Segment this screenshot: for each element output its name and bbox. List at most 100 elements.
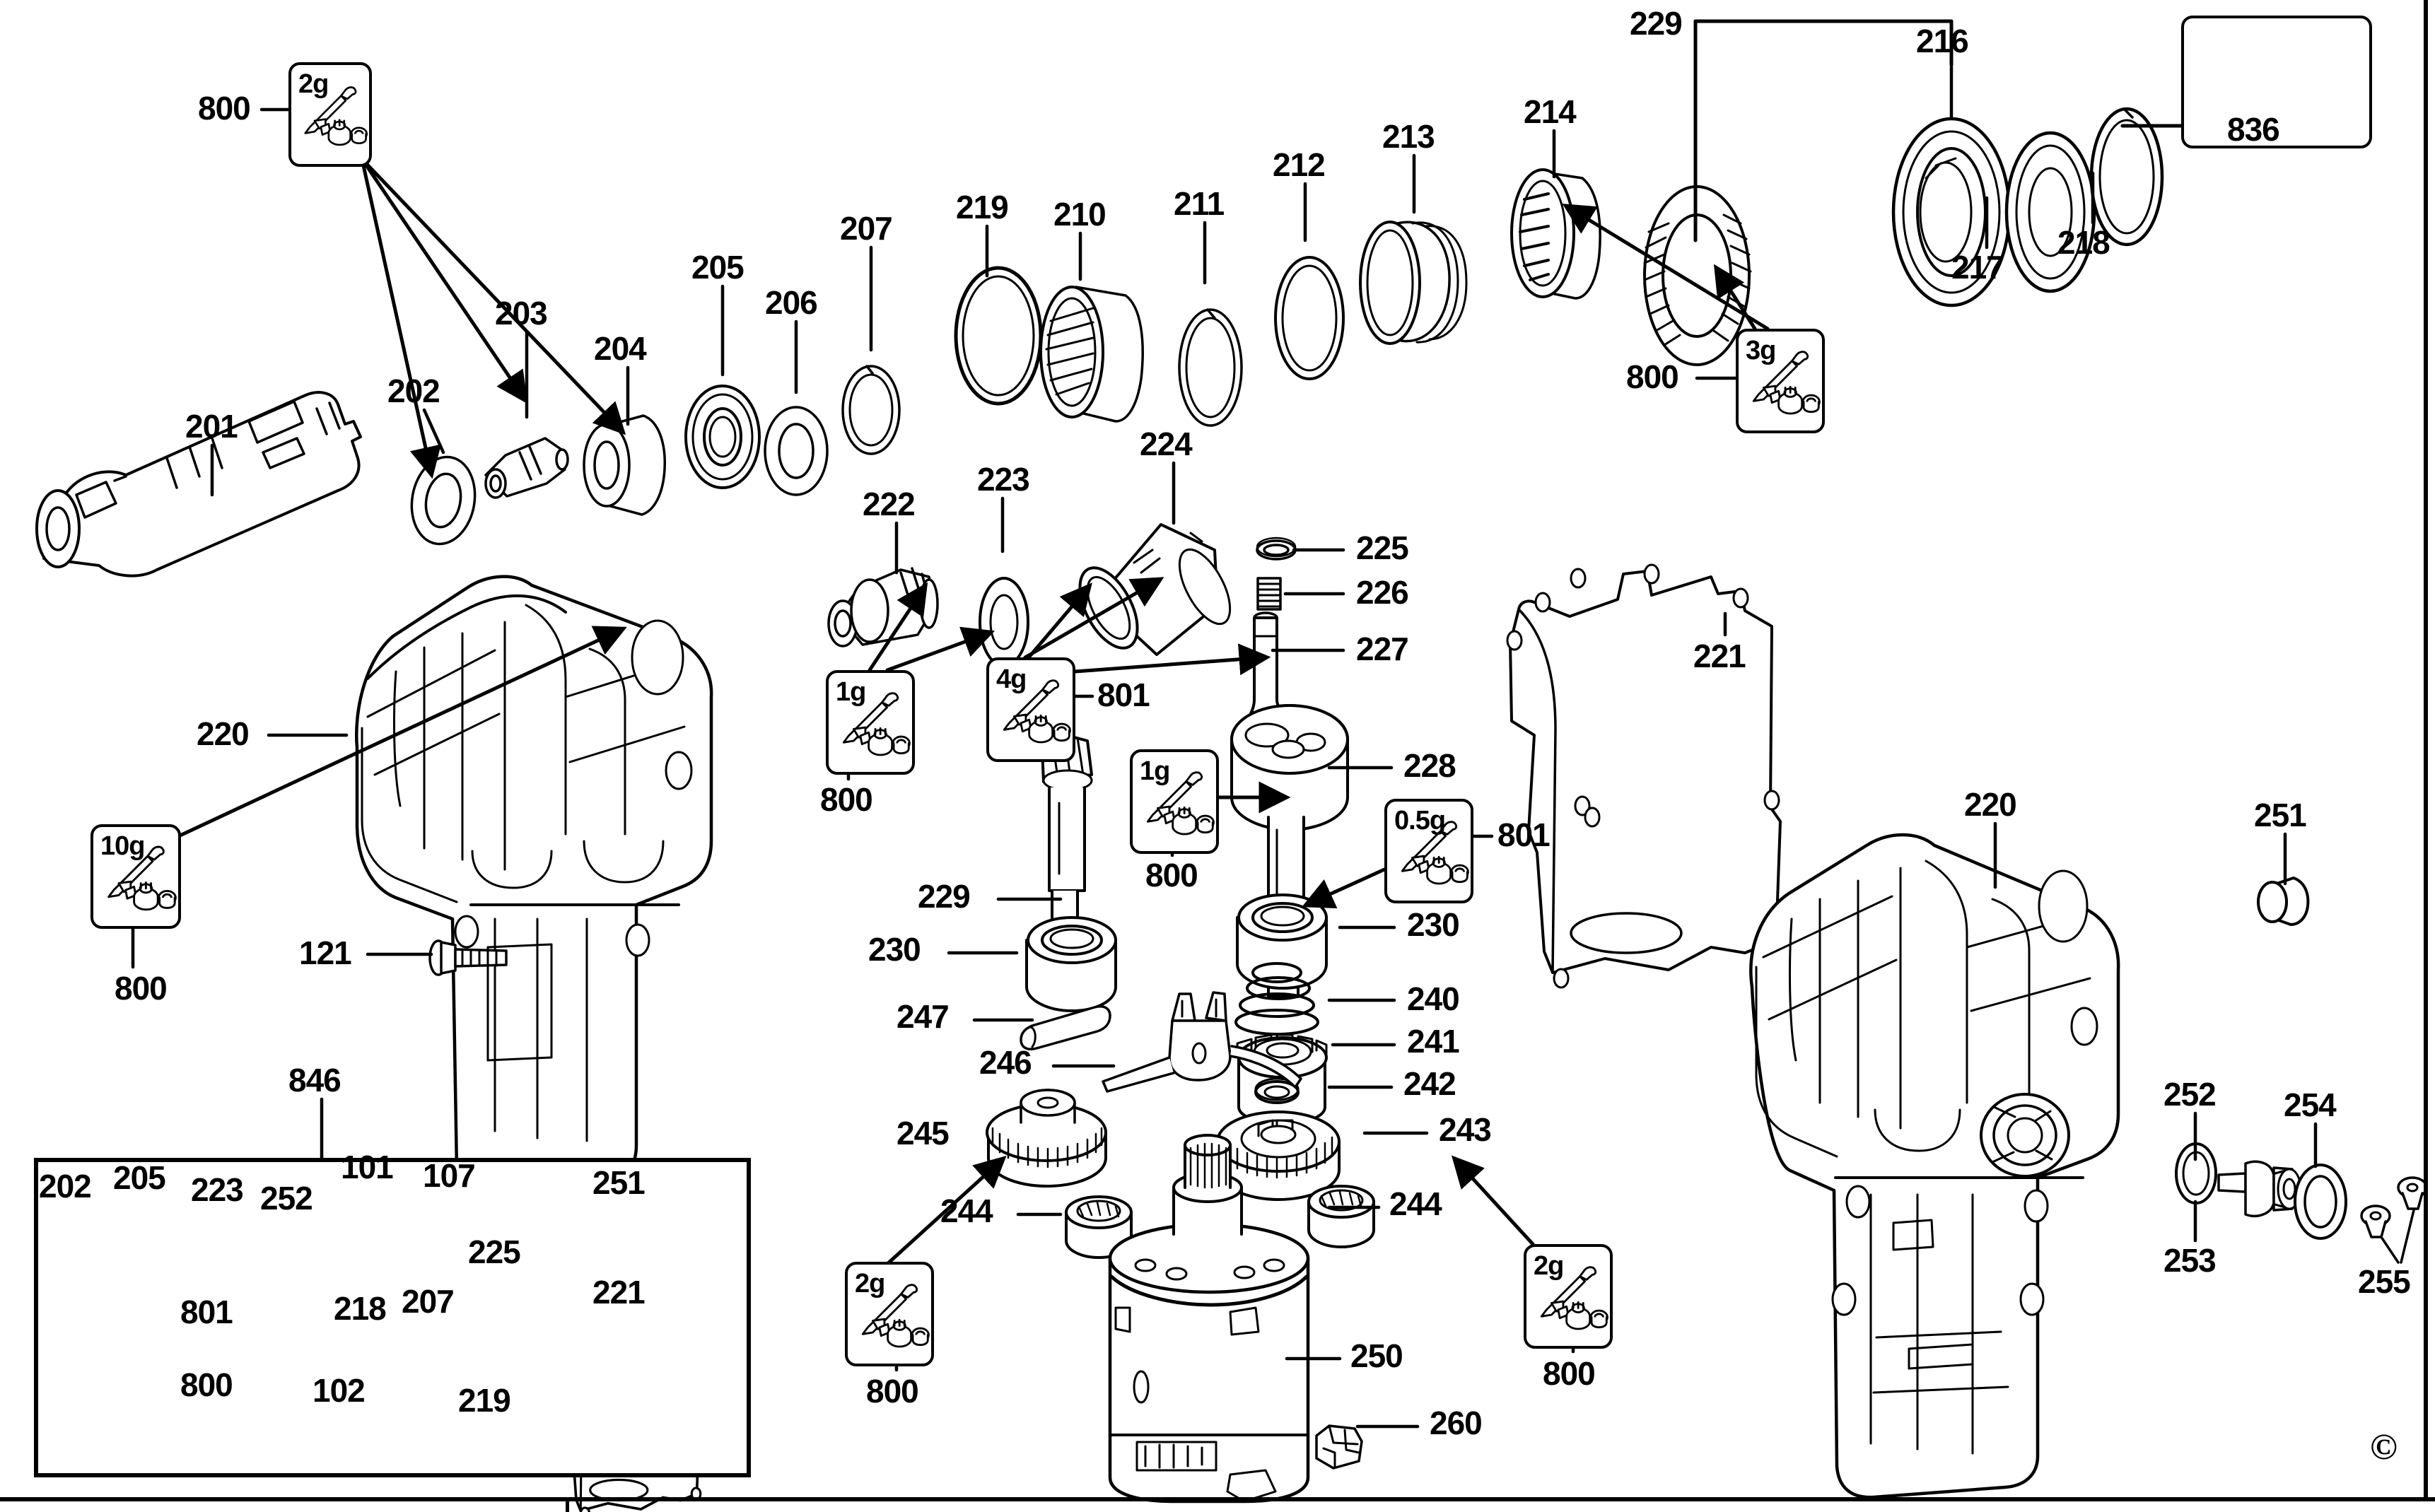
part-callout-220: 220 — [197, 715, 250, 752]
grease-ref-800: 800 — [198, 90, 251, 127]
part-callout-205: 205 — [691, 249, 744, 286]
part-247-pin — [1020, 1005, 1111, 1050]
part-204-bushing — [583, 414, 666, 516]
part-callout-246: 246 — [979, 1044, 1032, 1081]
part-callout-211: 211 — [1174, 185, 1225, 222]
grease-quantity-label: 10g — [100, 831, 145, 861]
part-callout-225: 225 — [1356, 529, 1409, 566]
kit-box-846 — [34, 1158, 751, 1477]
part-callout-222: 222 — [863, 486, 916, 522]
part-callout-217: 217 — [1951, 249, 2004, 286]
kit-item-label-225: 225 — [468, 1233, 521, 1270]
part-callout-251: 251 — [2254, 797, 2307, 833]
part-229-clutch-plate — [1643, 185, 1752, 366]
part-callout-220: 220 — [1964, 786, 2017, 823]
part-callout-229: 229 — [1630, 5, 1683, 42]
part-203-pin — [484, 437, 569, 499]
kit-item-label-102: 102 — [313, 1372, 366, 1409]
kit-item-label-218: 218 — [334, 1290, 387, 1327]
grease-gun-icon — [1401, 821, 1469, 885]
part-205-bearing — [684, 385, 761, 489]
part-callout-207: 207 — [840, 210, 893, 247]
kit-item-label-219: 219 — [458, 1382, 511, 1419]
part-253-mode-knob — [2217, 1160, 2302, 1218]
part-230-bearing-left — [1025, 916, 1117, 1012]
part-230-bearing-right — [1236, 893, 1328, 990]
part-243-gear — [1216, 1110, 1341, 1201]
part-callout-121: 121 — [299, 934, 352, 971]
kit-item-label-800: 800 — [180, 1366, 233, 1403]
grease-spec-box-1g: 1g — [1130, 749, 1219, 854]
part-callout-229: 229 — [918, 878, 971, 915]
grease-ref-800: 800 — [1145, 857, 1198, 893]
part-callout-213: 213 — [1382, 118, 1435, 155]
grease-ref-800: 800 — [1543, 1355, 1596, 1392]
part-callout-230: 230 — [868, 931, 921, 968]
part-callout-204: 204 — [594, 330, 647, 367]
part-251-bushing-right — [2257, 877, 2310, 926]
grease-spec-box-10g: 10g — [90, 824, 181, 929]
part-callout-221: 221 — [1693, 638, 1746, 674]
part-241-clutch-hub — [1236, 1033, 1328, 1125]
part-callout-206: 206 — [765, 284, 818, 321]
footer-horizontal-rule — [0, 1497, 2435, 1501]
part-callout-212: 212 — [1273, 146, 1326, 183]
part-callout-214: 214 — [1524, 93, 1577, 130]
grease-gun-icon — [842, 692, 911, 756]
grease-spec-box-0p5g: 0.5g — [1384, 799, 1473, 903]
part-252-oring-right — [2175, 1142, 2217, 1205]
part-206-washer — [764, 406, 829, 496]
part-callout-846: 846 — [288, 1062, 341, 1098]
part-callout-836: 836 — [2227, 111, 2280, 148]
part-255-screws — [2360, 1176, 2428, 1264]
part-callout-219: 219 — [956, 189, 1009, 225]
part-callout-230: 230 — [1407, 906, 1460, 943]
grease-quantity-label: 1g — [836, 677, 866, 707]
grease-ref-800: 800 — [820, 781, 873, 818]
kit-item-label-223: 223 — [191, 1171, 244, 1208]
part-callout-253: 253 — [2164, 1242, 2217, 1279]
part-box-836 — [2181, 16, 2372, 148]
part-260-terminal — [1315, 1424, 1363, 1470]
part-callout-252: 252 — [2164, 1076, 2217, 1113]
part-219-oring — [954, 266, 1043, 406]
part-callout-216: 216 — [1916, 23, 1969, 59]
kit-item-label-221: 221 — [592, 1274, 646, 1311]
part-callout-201: 201 — [185, 408, 238, 445]
part-202-washer — [404, 450, 483, 551]
grease-arrows — [173, 157, 1770, 908]
part-callout-242: 242 — [1403, 1065, 1456, 1102]
part-242-shim — [1254, 1077, 1300, 1104]
part-callout-226: 226 — [1356, 574, 1409, 611]
grease-quantity-label: 3g — [1746, 336, 1776, 365]
part-212-ring — [1274, 256, 1345, 380]
part-callout-245: 245 — [897, 1115, 950, 1151]
part-228-crank — [1230, 704, 1349, 998]
part-callout-244: 244 — [1389, 1185, 1442, 1222]
part-226-bushing — [1256, 577, 1282, 611]
part-211-ring — [1178, 308, 1243, 427]
grease-quantity-label: 2g — [855, 1269, 885, 1299]
part-246-shift-fork — [1102, 991, 1302, 1093]
part-244-bearing-right — [1307, 1185, 1375, 1248]
part-callout-244: 244 — [940, 1192, 993, 1229]
part-213-coil-sleeve — [1359, 221, 1468, 345]
grease-quantity-label: 2g — [1534, 1251, 1564, 1281]
grease-gun-icon — [1752, 351, 1821, 415]
part-223-washer — [979, 577, 1029, 667]
kit-item-label-207: 207 — [402, 1283, 455, 1320]
grease-gun-icon — [107, 845, 177, 911]
kit-item-label-205: 205 — [113, 1159, 166, 1196]
part-227-piston-rod — [1243, 611, 1294, 768]
part-220-gear-housing-right — [1749, 833, 2120, 1499]
grease-ref-800: 800 — [1626, 358, 1679, 395]
kit-item-label-101: 101 — [341, 1149, 394, 1185]
grease-spec-box-2g: 2g — [845, 1262, 934, 1366]
part-callout-255: 255 — [2358, 1263, 2411, 1300]
part-121-screw — [428, 939, 508, 976]
grease-ref-800: 800 — [115, 970, 168, 1007]
grease-quantity-label: 2g — [298, 69, 329, 99]
grease-gun-icon — [861, 1284, 930, 1348]
part-callout-250: 250 — [1350, 1337, 1403, 1374]
part-callout-227: 227 — [1356, 631, 1409, 667]
